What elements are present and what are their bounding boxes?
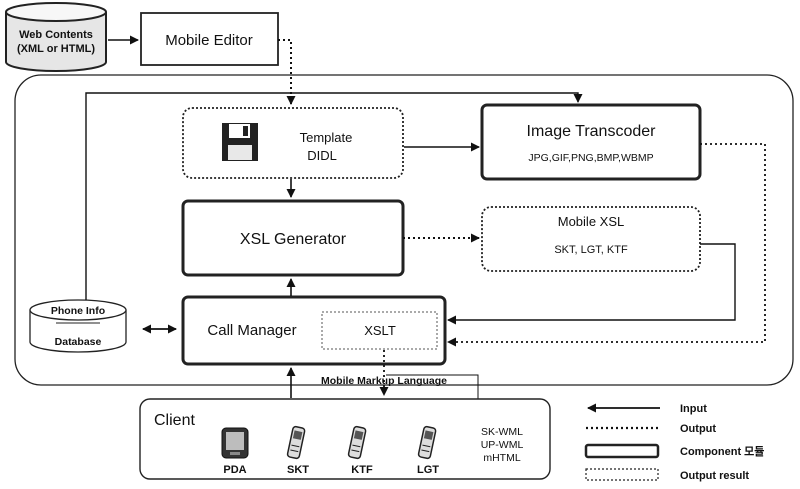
mobile-markup-label: Mobile Markup Language	[321, 375, 447, 387]
mobile-xsl-label: Mobile XSL	[558, 214, 624, 229]
template-didl-box	[182, 107, 404, 179]
client-title: Client	[154, 412, 195, 429]
device-label-ktf: KTF	[351, 464, 373, 476]
device-label-pda: PDA	[223, 464, 246, 476]
call-manager-label: Call Manager	[207, 322, 296, 339]
phone-info-database: Phone Info Database	[29, 299, 127, 353]
web-contents-cylinder: Web Contents (XML or HTML)	[5, 2, 107, 72]
output-editor-to-template	[278, 39, 296, 105]
database-label: Database	[55, 336, 102, 348]
web-contents-format: (XML or HTML)	[17, 43, 95, 55]
image-transcoder-label: Image Transcoder	[527, 123, 657, 140]
pda-icon	[221, 427, 249, 459]
floppy-disk-icon	[222, 123, 258, 161]
web-contents-label: Web Contents	[19, 29, 93, 41]
skt-phone-icon	[286, 425, 306, 460]
device-label-lgt: LGT	[417, 464, 439, 476]
image-transcoder-box	[480, 103, 702, 181]
markup-type-up-wml: UP-WML	[481, 439, 524, 451]
markup-type-sk-wml: SK-WML	[481, 426, 523, 438]
mobile-xsl-carriers: SKT, LGT, KTF	[554, 244, 628, 256]
legend: Input Output Component 모듈 Output result	[584, 403, 764, 482]
lgt-phone-icon	[417, 425, 437, 460]
legend-output-result-swatch	[585, 468, 659, 481]
mobile-editor-label: Mobile Editor	[165, 32, 253, 49]
device-label-skt: SKT	[287, 464, 309, 476]
template-label: Template	[300, 130, 353, 145]
xslt-label: XSLT	[364, 323, 396, 338]
xslt-box	[321, 311, 438, 350]
output-transcoder-to-callmgr	[447, 143, 766, 347]
ktf-phone-icon	[347, 425, 367, 460]
mobile-editor-box	[140, 12, 279, 66]
legend-input-label: Input	[680, 403, 707, 415]
legend-component-swatch	[584, 443, 660, 459]
input-db-to-transcoder	[85, 92, 583, 300]
phone-info-label: Phone Info	[51, 305, 105, 317]
markup-type-mhtml: mHTML	[483, 452, 520, 464]
didl-label: DIDL	[307, 148, 337, 163]
xsl-generator-label: XSL Generator	[240, 231, 347, 248]
client-box	[139, 398, 551, 480]
legend-output-result-label: Output result	[680, 470, 749, 482]
system-boundary	[14, 74, 794, 386]
legend-component-label: Component 모듈	[680, 445, 764, 458]
input-mobilexsl-to-callmgr	[447, 243, 736, 325]
image-formats-label: JPG,GIF,PNG,BMP,WBMP	[528, 152, 653, 164]
mobile-xsl-box	[481, 206, 701, 272]
legend-output-label: Output	[680, 423, 716, 435]
